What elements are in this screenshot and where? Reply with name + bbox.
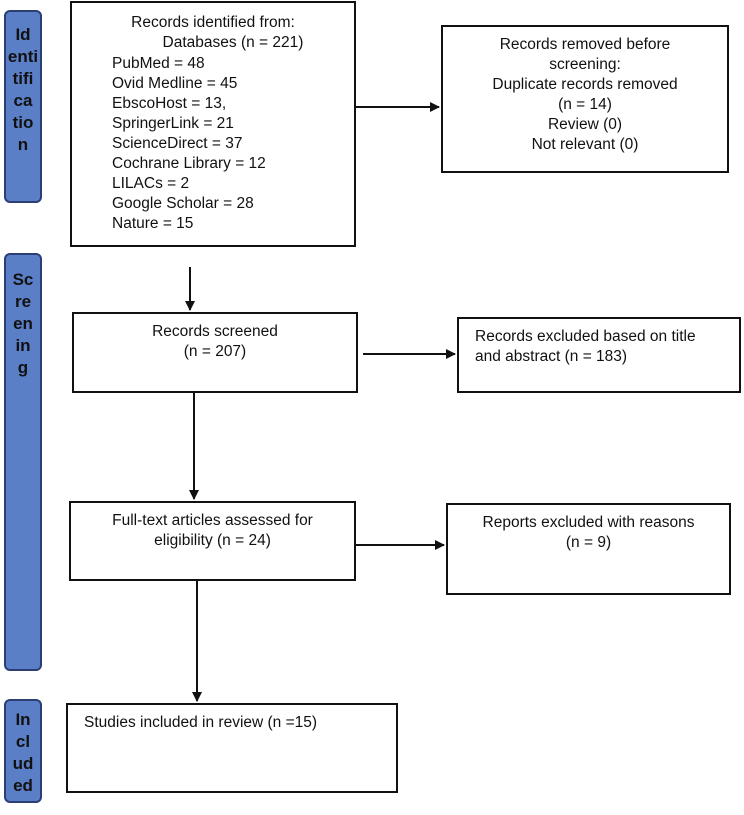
records-screened-line: (n = 207) <box>183 343 247 360</box>
databases-total: Databases (n = 221) <box>162 34 304 51</box>
records-identified-box: Records identified from: Databases (n = … <box>70 1 356 247</box>
full-text-box: Full-text articles assessed for eligibil… <box>69 501 356 581</box>
source-item: ScienceDirect = 37 <box>112 135 243 152</box>
stage-screening: Sc re en in g <box>4 253 42 671</box>
reports-excluded-line: (n = 9) <box>565 534 612 551</box>
records-identified-title: Records identified from: <box>131 14 295 31</box>
stage-included-line: ud <box>12 754 34 773</box>
source-item: Cochrane Library = 12 <box>112 155 266 172</box>
studies-included-box: Studies included in review (n =15) <box>66 703 398 793</box>
source-item: PubMed = 48 <box>112 55 205 72</box>
stage-included-line: cl <box>15 732 31 751</box>
records-excluded-line: Records excluded based on title <box>475 328 696 345</box>
stage-identification-line: n <box>17 135 29 154</box>
records-removed-line: (n = 14) <box>558 96 612 113</box>
records-removed-box: Records removed before screening: Duplic… <box>441 25 729 173</box>
stage-identification-line: Id <box>15 25 31 44</box>
stage-identification: Id enti tifi ca tio n <box>4 10 42 203</box>
records-removed-line: screening: <box>549 56 621 73</box>
source-item: Google Scholar = 28 <box>112 195 254 212</box>
reports-excluded-line: Reports excluded with reasons <box>482 514 695 531</box>
records-screened-box: Records screened (n = 207) <box>72 312 358 393</box>
stage-identification-line: ca <box>13 91 33 110</box>
source-item: LILACs = 2 <box>112 175 190 192</box>
source-item: EbscoHost = 13, <box>112 95 227 112</box>
records-removed-line: Review (0) <box>547 116 623 133</box>
stage-identification-line: tifi <box>12 69 34 88</box>
records-excluded-line: and abstract (n = 183) <box>475 348 628 365</box>
stage-screening-line: in <box>15 336 31 355</box>
stage-included: In cl ud ed <box>4 699 42 803</box>
stage-included-line: In <box>15 710 31 729</box>
stage-included-line: ed <box>13 776 33 795</box>
records-removed-line: Duplicate records removed <box>492 76 678 93</box>
records-screened-line: Records screened <box>152 323 278 340</box>
stage-screening-line: re <box>14 292 32 311</box>
stage-identification-line: tio <box>12 113 34 132</box>
records-excluded-box: Records excluded based on title and abst… <box>457 317 741 393</box>
stage-screening-line: Sc <box>12 270 34 289</box>
source-item: Nature = 15 <box>112 215 194 232</box>
studies-included-line: Studies included in review (n =15) <box>84 714 318 731</box>
full-text-line: eligibility (n = 24) <box>154 532 271 549</box>
reports-excluded-box: Reports excluded with reasons (n = 9) <box>446 503 731 595</box>
stage-screening-line: en <box>13 314 33 333</box>
records-removed-line: Not relevant (0) <box>531 136 639 153</box>
full-text-line: Full-text articles assessed for <box>112 512 313 529</box>
source-item: SpringerLink = 21 <box>112 115 234 132</box>
source-item: Ovid Medline = 45 <box>112 75 238 92</box>
stage-screening-line: g <box>17 358 29 377</box>
records-removed-line: Records removed before <box>499 36 671 53</box>
stage-identification-line: enti <box>7 47 39 66</box>
